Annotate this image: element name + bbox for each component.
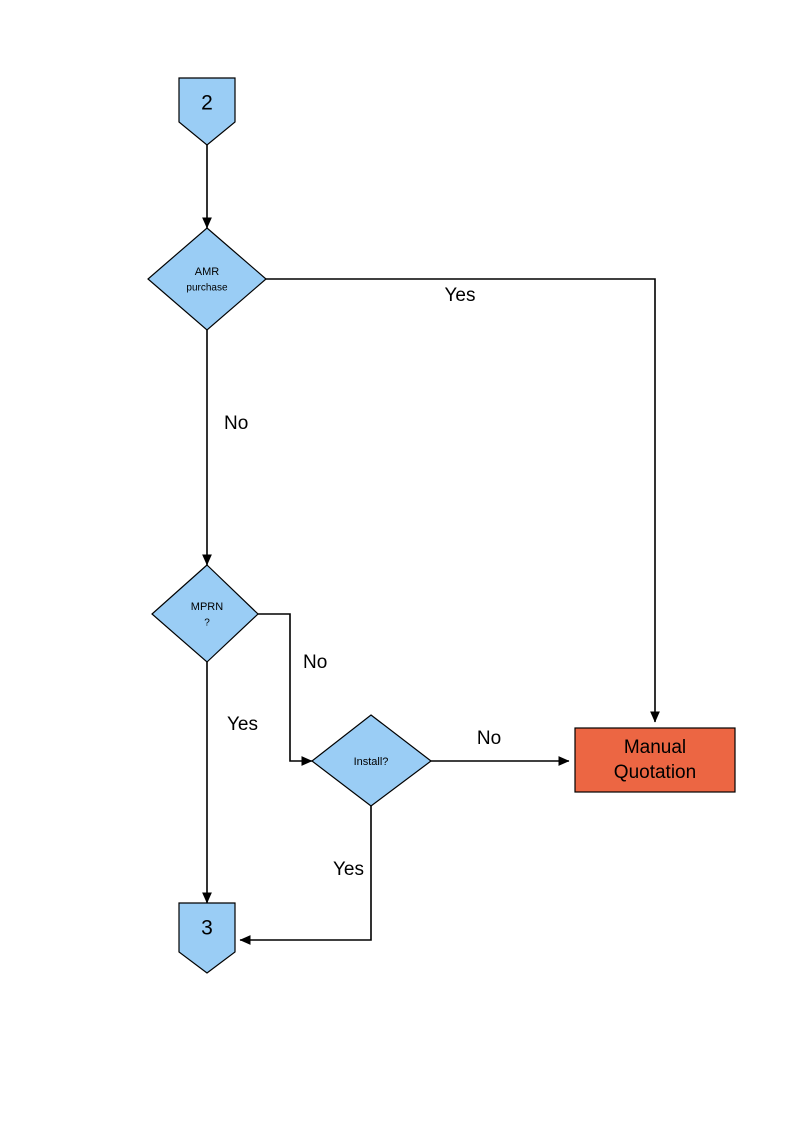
edge-label-install-no: No xyxy=(477,728,501,749)
mprn-decision-label-line2: ? xyxy=(204,618,210,629)
amr-decision-label-line1: AMR xyxy=(195,266,220,278)
node-manual-quotation[interactable]: Manual Quotation xyxy=(574,727,736,793)
edge-label-amr-yes: Yes xyxy=(445,285,476,306)
edge-label-mprn-no: No xyxy=(303,652,327,673)
node-mprn-decision[interactable]: MPRN ? xyxy=(151,564,259,663)
end-connector-shape xyxy=(178,902,236,974)
edge-install-yes-to-end xyxy=(239,806,372,945)
mprn-decision-shape xyxy=(151,564,259,663)
node-start-connector[interactable]: 2 xyxy=(178,77,236,146)
edge-label-amr-no: No xyxy=(224,413,248,434)
mprn-decision-label-line1: MPRN xyxy=(191,601,223,613)
edge-label-install-yes: Yes xyxy=(333,859,364,880)
node-install-decision[interactable]: Install? xyxy=(311,714,432,807)
node-end-connector[interactable]: 3 xyxy=(178,902,236,974)
install-decision-shape xyxy=(311,714,432,807)
edge-label-mprn-yes: Yes xyxy=(227,714,258,735)
edge-amr-yes-to-manual-quotation xyxy=(266,278,660,723)
amr-decision-label-line2: purchase xyxy=(186,283,228,294)
start-connector-label: 2 xyxy=(201,92,213,115)
manual-quotation-shape xyxy=(574,727,736,793)
node-amr-decision[interactable]: AMR purchase xyxy=(147,227,267,331)
manual-quotation-label-line2: Quotation xyxy=(614,762,696,783)
start-connector-shape xyxy=(178,77,236,146)
amr-decision-shape xyxy=(147,227,267,331)
manual-quotation-label-line1: Manual xyxy=(624,737,686,758)
edge-mprn-no-to-install xyxy=(258,613,313,766)
end-connector-label: 3 xyxy=(201,917,213,940)
install-decision-label: Install? xyxy=(354,756,389,768)
